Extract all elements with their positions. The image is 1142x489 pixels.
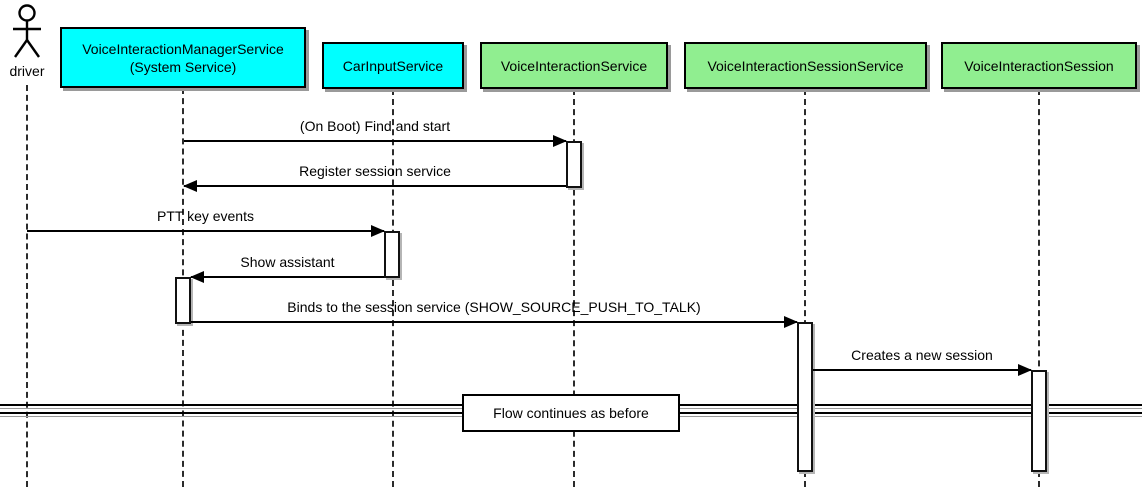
participant-label: VoiceInteractionService [500, 57, 648, 74]
message-line [184, 135, 567, 147]
actor-label: driver [9, 63, 45, 79]
lifeline-driver [26, 85, 28, 487]
message-ptt-key-events: PTT key events [27, 208, 385, 237]
participant-sublabel: (System Service) [129, 58, 237, 75]
message-line [191, 316, 798, 328]
message-line [813, 364, 1032, 376]
message-label: Binds to the session service (SHOW_SOURC… [287, 299, 701, 315]
activation-voice-interaction-session-service [797, 322, 813, 472]
divider-flow-continues: Flow continues as before [462, 394, 680, 432]
participant-voice-interaction-service: VoiceInteractionService [480, 42, 668, 89]
message-line [27, 225, 385, 237]
participant-voice-interaction-session-service: VoiceInteractionSessionService [684, 42, 927, 89]
message-label: Creates a new session [851, 347, 993, 363]
activation-voice-interaction-session [1031, 370, 1047, 472]
message-label: Show assistant [240, 254, 335, 270]
participant-voice-interaction-manager-service: VoiceInteractionManagerService (System S… [60, 27, 306, 88]
actor-stick-figure-icon [13, 4, 41, 58]
message-label: PTT key events [156, 208, 254, 224]
arrowhead-left-icon [190, 271, 204, 283]
arrowhead-right-icon [784, 316, 798, 328]
message-creates-a-new-session: Creates a new session [813, 347, 1032, 376]
activation-car-input-service [384, 231, 400, 278]
lifeline-voice-interaction-session [1038, 89, 1040, 487]
message-line [183, 180, 566, 192]
message-on-boot-find-and-start: (On Boot) Find and start [184, 118, 567, 147]
arrowhead-right-icon [553, 135, 567, 147]
message-show-assistant: Show assistant [190, 254, 384, 283]
divider-label: Flow continues as before [493, 405, 649, 421]
participant-label: VoiceInteractionSession [964, 57, 1114, 74]
lifeline-voice-interaction-service [573, 89, 575, 487]
lifeline-voice-interaction-session-service [804, 89, 806, 487]
participant-label: CarInputService [342, 57, 444, 74]
participant-label: VoiceInteractionManagerService [82, 40, 284, 57]
message-binds-to-session-service: Binds to the session service (SHOW_SOURC… [191, 299, 798, 328]
activation-voice-interaction-service [566, 141, 582, 188]
message-label: (On Boot) Find and start [299, 118, 451, 134]
lifeline-car-input-service [392, 89, 394, 487]
arrowhead-right-icon [371, 225, 385, 237]
message-register-session-service: Register session service [183, 163, 566, 192]
arrowhead-left-icon [183, 180, 197, 192]
actor-driver [6, 3, 48, 66]
message-label: Register session service [299, 163, 451, 179]
participant-voice-interaction-session: VoiceInteractionSession [941, 42, 1137, 89]
participant-car-input-service: CarInputService [322, 42, 464, 89]
arrowhead-right-icon [1018, 364, 1032, 376]
activation-voice-interaction-manager-service [175, 277, 191, 324]
message-line [190, 271, 384, 283]
participant-label: VoiceInteractionSessionService [707, 57, 904, 74]
